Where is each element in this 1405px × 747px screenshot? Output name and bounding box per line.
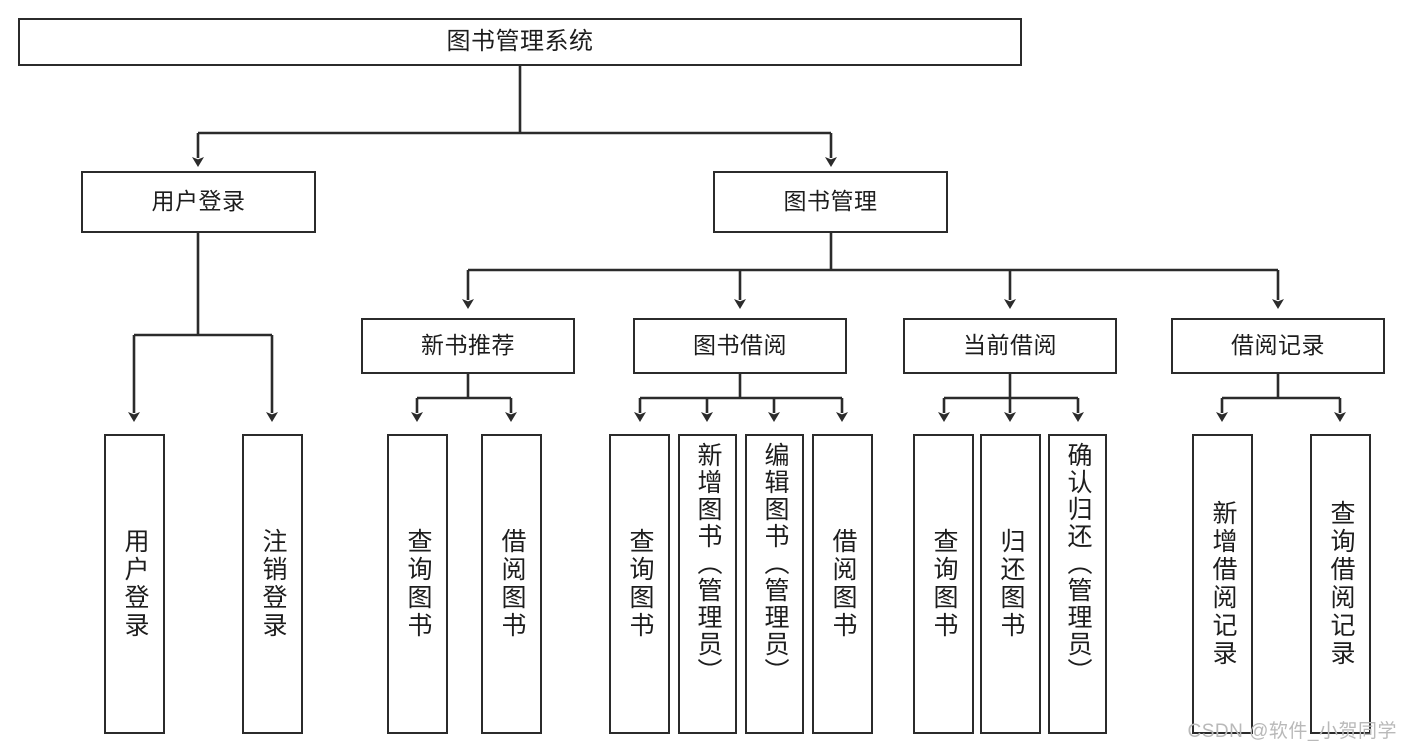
node-label: 图书管理 <box>783 188 878 215</box>
node-label: 确认归还（管理员） <box>1064 442 1092 685</box>
leaf-user-login[interactable]: 用户登录 <box>104 434 165 734</box>
leaf-borrow-book[interactable]: 借阅图书 <box>812 434 873 734</box>
leaf-logout[interactable]: 注销登录 <box>242 434 303 734</box>
node-label: 编辑图书（管理员） <box>761 442 789 685</box>
leaf-add-borrow-record[interactable]: 新增借阅记录 <box>1192 434 1253 734</box>
node-label: 借阅记录 <box>1231 332 1325 359</box>
leaf-query-borrow-record[interactable]: 查询借阅记录 <box>1310 434 1371 734</box>
node-label: 查询借阅记录 <box>1327 500 1355 668</box>
node-label: 图书借阅 <box>693 332 787 359</box>
node-label: 当前借阅 <box>963 332 1057 359</box>
node-label: 查询图书 <box>404 528 432 640</box>
node-root-book-management-system[interactable]: 图书管理系统 <box>18 18 1022 66</box>
leaf-query-book-recommend[interactable]: 查询图书 <box>387 434 448 734</box>
leaf-query-book-borrow[interactable]: 查询图书 <box>609 434 670 734</box>
node-label: 注销登录 <box>259 528 287 640</box>
leaf-query-book-current[interactable]: 查询图书 <box>913 434 974 734</box>
node-label: 用户登录 <box>151 188 246 215</box>
node-current-borrow[interactable]: 当前借阅 <box>903 318 1117 374</box>
node-label: 新增图书（管理员） <box>694 442 722 685</box>
node-label: 借阅图书 <box>829 528 857 640</box>
leaf-edit-book-admin[interactable]: 编辑图书（管理员） <box>745 434 804 734</box>
leaf-return-book[interactable]: 归还图书 <box>980 434 1041 734</box>
node-book-management[interactable]: 图书管理 <box>713 171 948 233</box>
node-label: 归还图书 <box>997 528 1025 640</box>
leaf-add-book-admin[interactable]: 新增图书（管理员） <box>678 434 737 734</box>
watermark-text: CSDN @软件_小贺同学 <box>1187 721 1397 742</box>
node-new-book-recommend[interactable]: 新书推荐 <box>361 318 575 374</box>
node-label: 新书推荐 <box>421 332 515 359</box>
node-label: 图书管理系统 <box>446 27 594 55</box>
node-label: 新增借阅记录 <box>1209 500 1237 668</box>
node-user-login[interactable]: 用户登录 <box>81 171 316 233</box>
node-borrow-record[interactable]: 借阅记录 <box>1171 318 1385 374</box>
node-label: 查询图书 <box>930 528 958 640</box>
node-book-borrow[interactable]: 图书借阅 <box>633 318 847 374</box>
leaf-confirm-return-admin[interactable]: 确认归还（管理员） <box>1048 434 1107 734</box>
node-label: 用户登录 <box>121 528 149 640</box>
node-label: 查询图书 <box>626 528 654 640</box>
leaf-borrow-book-recommend[interactable]: 借阅图书 <box>481 434 542 734</box>
node-label: 借阅图书 <box>498 528 526 640</box>
